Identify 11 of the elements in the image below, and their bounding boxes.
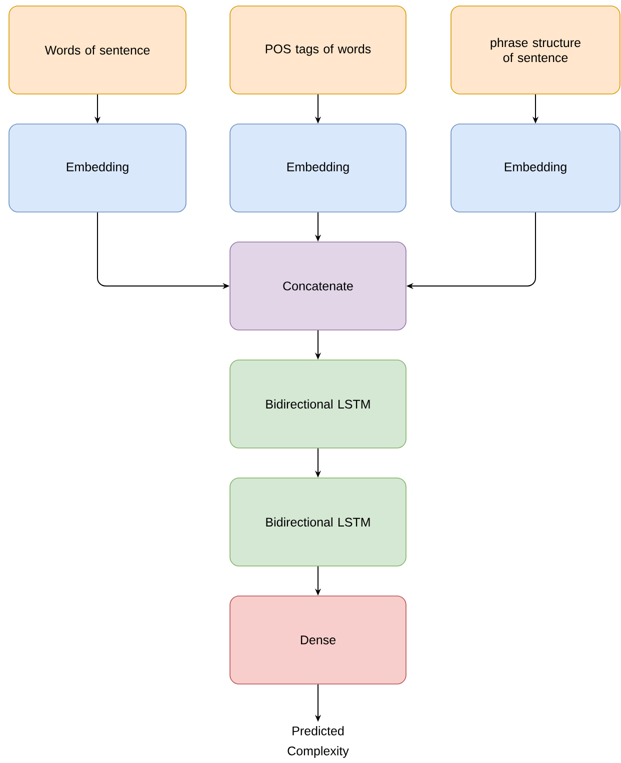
input-box: phrase structure of sentence (450, 6, 620, 94)
input-box: POS tags of words (230, 6, 406, 94)
concatenate-box: Concatenate (230, 242, 406, 330)
embedding-box: Embedding (450, 124, 620, 212)
output-label: Predicted Complexity (288, 726, 349, 758)
embedding-box: Embedding (8, 124, 186, 212)
input-box: Words of sentence (8, 6, 186, 94)
embedding-box: Embedding (230, 124, 406, 212)
lstm-box: Bidirectional LSTM (230, 478, 406, 566)
lstm-box: Bidirectional LSTM (230, 360, 406, 448)
dense-box: Dense (230, 596, 406, 684)
